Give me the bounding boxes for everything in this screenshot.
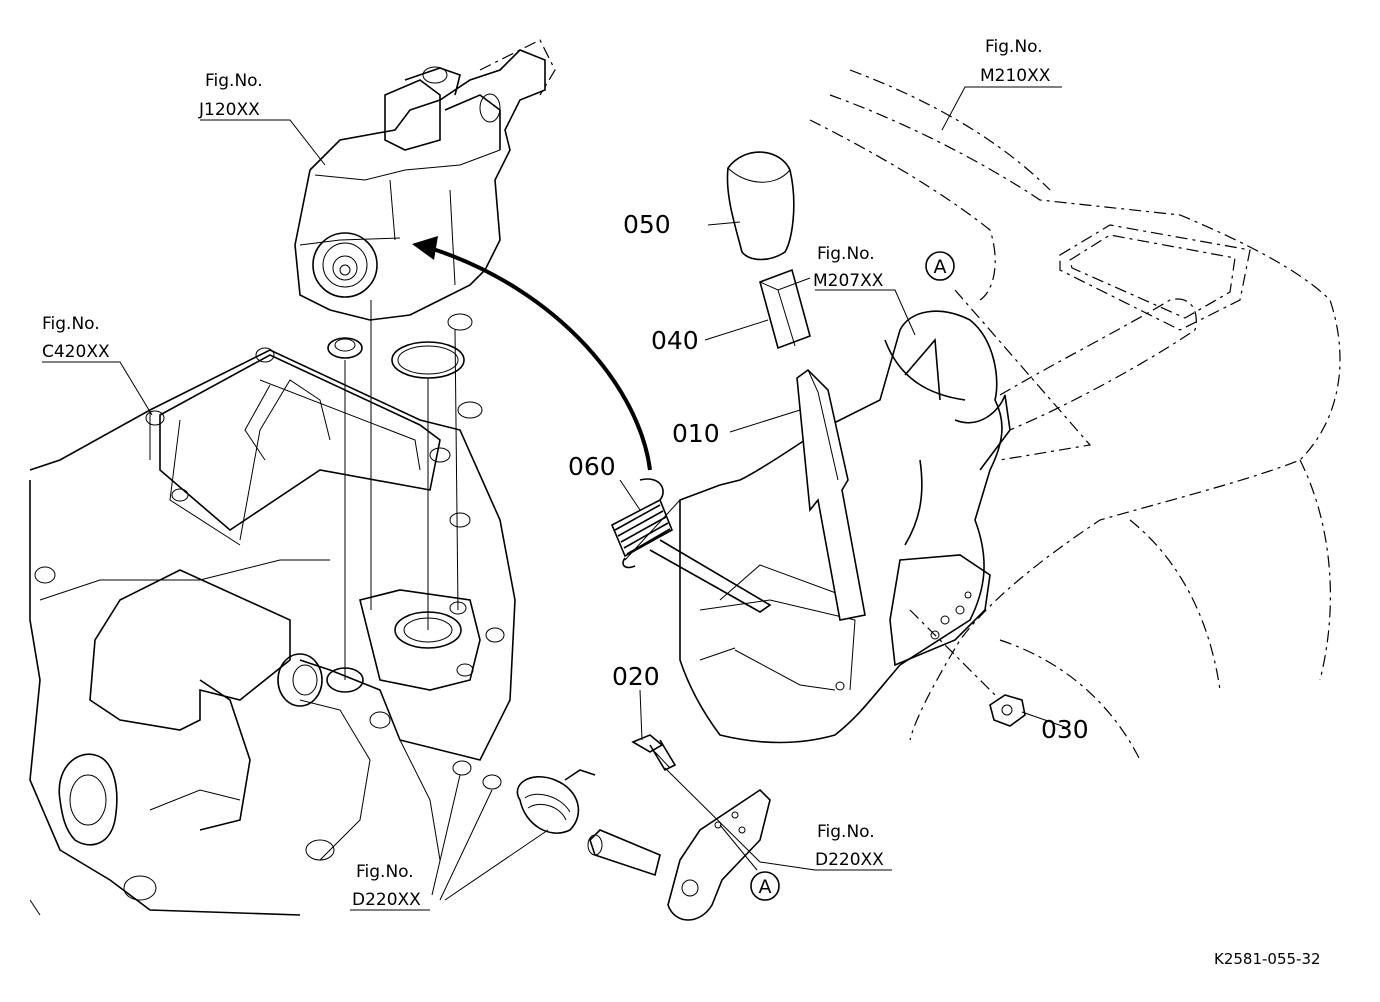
figure-references: Fig.No. J120XX Fig.No. M210XX Fig.No. M2… bbox=[42, 37, 1051, 910]
shift-console bbox=[679, 310, 1011, 744]
fig-ref-d220a-line2: D220XX bbox=[815, 850, 884, 870]
part-label-060: 060 bbox=[568, 452, 616, 481]
fig-ref-j120-line1: Fig.No. bbox=[205, 71, 263, 91]
shift-knob bbox=[726, 151, 795, 261]
fig-ref-m210-line2: M210XX bbox=[980, 66, 1051, 86]
fig-ref-d220b-line2: D220XX bbox=[352, 890, 421, 910]
linkage-leaders bbox=[664, 767, 761, 871]
marker-a-top-letter: A bbox=[934, 256, 947, 278]
linkage-plate-shaft bbox=[452, 760, 771, 921]
drawing-code: K2581-055-32 bbox=[1214, 950, 1321, 968]
part-label-040: 040 bbox=[651, 326, 699, 355]
lever-grip-sleeve bbox=[759, 268, 811, 350]
o-rings bbox=[327, 337, 465, 379]
part-label-020: 020 bbox=[612, 662, 660, 691]
part-label-030: 030 bbox=[1041, 715, 1089, 744]
label-leaders bbox=[42, 86, 1066, 911]
valve-body bbox=[294, 39, 556, 331]
fig-ref-m207-line2: M207XX bbox=[813, 271, 884, 291]
shift-lever bbox=[796, 368, 866, 621]
marker-a-top: A bbox=[925, 251, 955, 281]
part-label-010: 010 bbox=[672, 419, 720, 448]
fig-ref-m207-line1: Fig.No. bbox=[817, 244, 875, 264]
return-spring bbox=[610, 478, 772, 613]
fig-ref-j120-line2: J120XX bbox=[198, 100, 260, 120]
tractor-body-outline bbox=[809, 69, 1341, 761]
transmission-case bbox=[29, 347, 516, 916]
part-label-050: 050 bbox=[623, 210, 671, 239]
fig-ref-c420-line1: Fig.No. bbox=[42, 314, 100, 334]
marker-a-bottom: A bbox=[750, 871, 780, 901]
fig-ref-d220a-line1: Fig.No. bbox=[817, 822, 875, 842]
marker-a-bottom-letter: A bbox=[759, 876, 772, 898]
fig-ref-c420-line2: C420XX bbox=[42, 342, 110, 362]
bolt bbox=[631, 734, 677, 772]
fig-ref-m210-line1: Fig.No. bbox=[985, 37, 1043, 57]
flange-nut bbox=[989, 694, 1026, 727]
assembly-arrow bbox=[412, 236, 652, 471]
fig-ref-d220b-line1: Fig.No. bbox=[356, 862, 414, 882]
assembly-lines bbox=[344, 300, 549, 901]
part-labels: 050 040 010 060 020 030 bbox=[568, 210, 1089, 744]
